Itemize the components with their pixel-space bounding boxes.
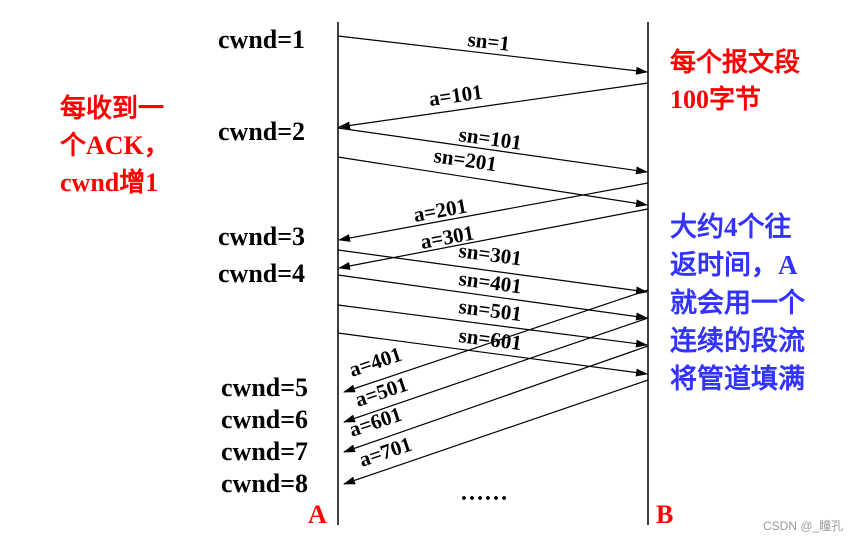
arrow-a-201 bbox=[338, 182, 649, 242]
endpoint-a-label: A bbox=[308, 500, 327, 529]
message-arrows bbox=[337, 35, 649, 485]
arrow-sn-201 bbox=[337, 156, 648, 208]
arrow-sn-1 bbox=[337, 35, 648, 75]
left-note-line-1: 每收到一 bbox=[60, 93, 164, 123]
arrow-sn-501 bbox=[337, 304, 648, 348]
right-note-blue-line-2: 返时间，A bbox=[670, 250, 798, 280]
arrow-sn-601 bbox=[337, 332, 648, 377]
cwnd-label-6: cwnd=6 bbox=[221, 405, 308, 434]
endpoint-b-label: B bbox=[656, 500, 673, 529]
right-note-blue-line-4: 连续的段流 bbox=[670, 325, 805, 356]
right-note-blue-line-1: 大约4个往 bbox=[670, 211, 792, 242]
watermark: CSDN @_瞳孔 bbox=[763, 518, 843, 533]
left-note-line-3: cwnd增1 bbox=[60, 167, 158, 197]
arrow-sn-101 bbox=[337, 127, 648, 175]
right-note-top-line-1: 每个报文段 bbox=[670, 47, 800, 77]
arrow-a-401 bbox=[343, 289, 649, 393]
arrow-sn-301 bbox=[337, 249, 648, 295]
arrow-a-601 bbox=[343, 345, 649, 453]
label-sn-1: sn=1 bbox=[466, 27, 511, 56]
cwnd-label-8: cwnd=8 bbox=[221, 469, 308, 498]
cwnd-label-1: cwnd=1 bbox=[218, 25, 305, 54]
left-note-line-2: 个ACK， bbox=[60, 131, 170, 160]
right-note-blue-line-3: 就会用一个 bbox=[670, 288, 806, 318]
cwnd-label-5: cwnd=5 bbox=[221, 373, 308, 402]
arrow-a-301 bbox=[338, 208, 649, 270]
arrow-a-101 bbox=[338, 82, 649, 130]
label-sn-401: sn=401 bbox=[457, 266, 523, 298]
cwnd-label-3: cwnd=3 bbox=[218, 222, 305, 251]
right-note-top-line-2: 100字节 bbox=[670, 84, 761, 114]
arrow-a-501 bbox=[343, 317, 649, 423]
ellipsis: …… bbox=[460, 480, 508, 506]
label-a-101: a=101 bbox=[427, 80, 484, 111]
cwnd-label-4: cwnd=4 bbox=[218, 259, 305, 288]
right-note-blue-line-5: 将管道填满 bbox=[670, 363, 805, 394]
cwnd-label-2: cwnd=2 bbox=[218, 117, 305, 146]
cwnd-label-7: cwnd=7 bbox=[221, 437, 308, 466]
arrow-sn-401 bbox=[337, 274, 648, 321]
arrow-a-701 bbox=[343, 379, 649, 485]
